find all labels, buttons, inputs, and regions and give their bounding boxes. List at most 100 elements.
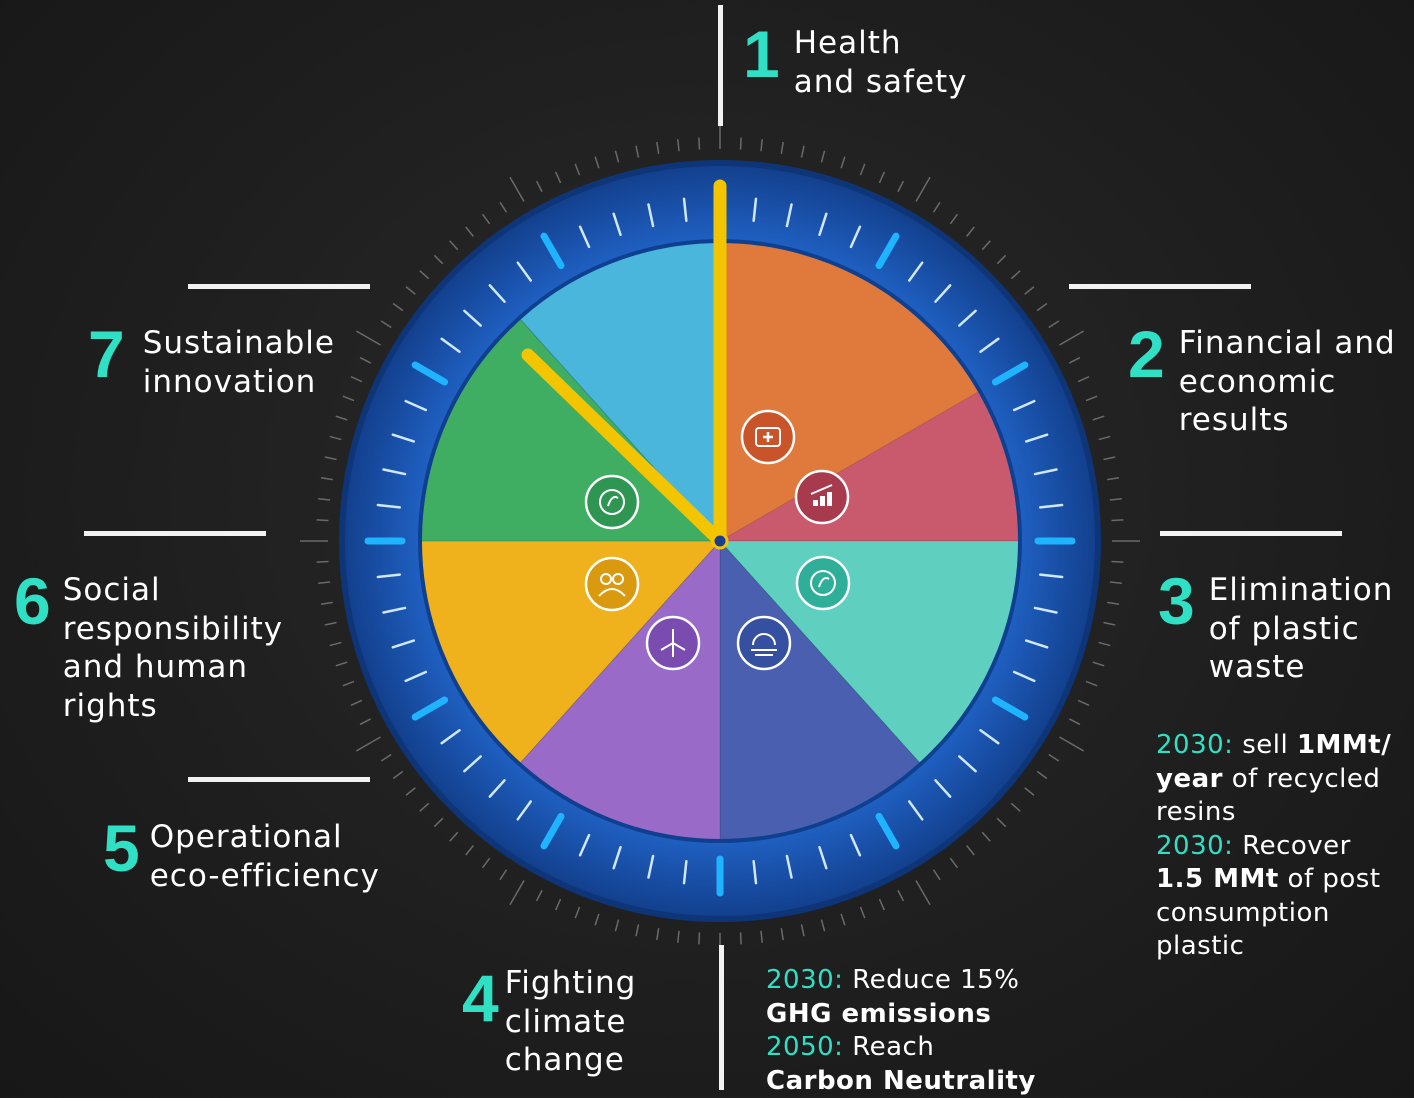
outer-tick [841,914,845,925]
outer-tick [556,899,561,910]
first-aid-icon [742,411,794,463]
pillar-sustainable-innovation: 7 Sustainable innovation [88,324,335,401]
outer-tick [1111,520,1123,521]
outer-tick [933,870,940,880]
outer-tick [916,177,930,201]
outer-tick [330,642,342,645]
divider-top [718,5,723,126]
pillar-eco-efficiency: 5 Operational eco-efficiency [103,818,380,895]
sun-wind-icon [738,617,790,669]
target-line: Carbon Neutrality [766,1065,1036,1098]
outer-tick [615,151,618,163]
outer-tick [741,932,742,944]
outer-tick [997,818,1005,826]
outer-tick [636,924,638,936]
pillar-number: 7 [88,324,125,384]
divider-bottom [719,945,724,1090]
outer-tick [950,214,957,224]
outer-tick [1110,499,1122,500]
outer-tick [1078,377,1089,382]
outer-tick [898,890,903,901]
pillar-climate-change: 4 Fighting climate change [462,964,636,1080]
pillar-number: 1 [743,24,780,84]
outer-tick [1110,582,1122,583]
divider-left-lower [188,777,370,782]
outer-tick [860,907,864,918]
climate-targets: 2030: Reduce 15% GHG emissions 2050: Rea… [766,964,1036,1098]
outer-tick [1059,737,1083,751]
outer-tick [406,788,415,796]
pillar-number: 5 [103,818,140,878]
divider-right-middle [1160,531,1342,536]
outer-tick [1099,642,1111,645]
outer-tick [318,499,330,500]
outer-tick [420,271,429,279]
outer-tick [537,890,542,901]
outer-tick [356,737,380,751]
outer-tick [450,832,458,841]
outer-tick [1025,287,1034,295]
target-line: 2030: Reduce 15% [766,964,1036,998]
outer-tick [336,416,347,420]
pillar-social-responsibility: 6 Social responsibility and human rights [14,571,283,725]
outer-tick [318,582,330,583]
outer-tick [575,164,579,175]
outer-tick [420,803,429,811]
pillar-label: Sustainable innovation [143,324,335,401]
pillar-label: Elimination of plastic waste [1209,571,1394,687]
outer-tick [933,202,940,212]
outer-tick [595,914,599,925]
outer-tick [575,907,579,918]
outer-tick [595,157,599,168]
outer-tick [393,304,403,311]
outer-tick [860,164,864,175]
outer-tick [821,151,824,163]
outer-tick [1011,803,1020,811]
outer-tick [1011,271,1020,279]
outer-tick [343,681,354,685]
outer-tick [500,202,507,212]
outer-tick [967,227,975,236]
outer-tick [1086,396,1097,400]
plastic-targets: 2030: sell 1MMt/ year of recycled resins… [1156,729,1391,964]
pillar-number: 3 [1158,571,1195,631]
outer-tick [802,146,804,158]
target-line: 1.5 MMt of post [1156,863,1391,897]
pillar-number: 2 [1128,324,1165,384]
pillar-label: Fighting climate change [505,964,637,1080]
outer-tick [325,623,337,625]
outer-tick [351,377,362,382]
outer-tick [1103,623,1115,625]
outer-tick [761,931,762,943]
outer-tick [1049,754,1059,761]
outer-tick [1069,358,1080,363]
divider-right-upper [1069,284,1251,289]
target-line: GHG emissions [766,998,1036,1032]
outer-tick [321,478,333,480]
target-line: resins [1156,796,1391,830]
outer-tick [1059,331,1083,345]
innovation-leaf-icon [586,476,638,528]
outer-tick [636,146,638,158]
outer-tick [356,331,380,345]
outer-tick [510,177,524,201]
outer-tick [615,920,618,932]
pillar-health-safety: 1 Health and safety [743,24,968,101]
outer-tick [821,920,824,932]
outer-tick [325,457,337,459]
outer-tick [898,181,903,192]
outer-tick [510,880,524,904]
outer-tick [360,358,371,363]
outer-tick [699,138,700,150]
outer-tick [781,928,783,940]
outer-tick [997,255,1005,263]
pillar-label: Operational eco-efficiency [150,818,380,895]
outer-tick [1107,602,1119,604]
pillar-label: Health and safety [794,24,968,101]
outer-tick [916,880,930,904]
outer-tick [1086,681,1097,685]
outer-tick [802,924,804,936]
target-line: 2030: Recover [1156,830,1391,864]
divider-left-upper [188,284,370,289]
outer-tick [1037,304,1047,311]
